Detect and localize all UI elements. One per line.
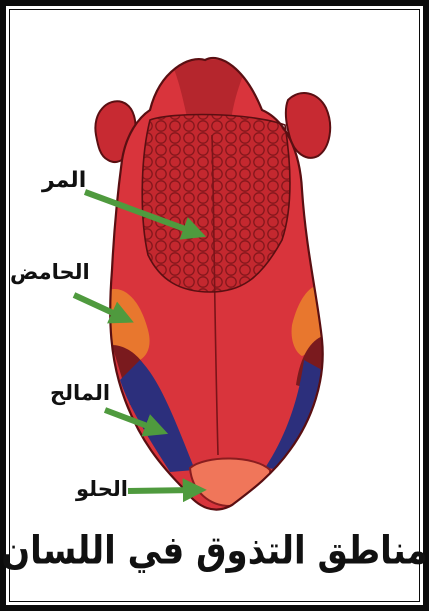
sweet-label: الحلو [76,479,128,500]
diagram-title: مناطق التذوق في اللسان [0,530,429,573]
sweet-arrow [128,490,196,491]
sour-label: الحامض [10,262,90,283]
bitter-label: المر [42,170,86,192]
salty-label: المالح [50,383,110,404]
